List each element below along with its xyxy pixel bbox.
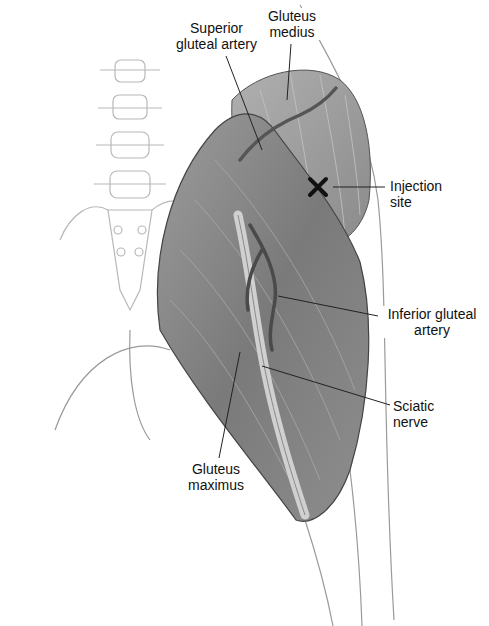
- inferior-gluteal-artery: [247, 225, 275, 350]
- maximus-fibers: [170, 160, 355, 500]
- site-label: Injection site: [389, 178, 463, 210]
- artery-label: Inferior gluteal artery: [381, 306, 483, 338]
- muscle-label: Gluteus maximus: [182, 461, 250, 493]
- injection-mark: [310, 179, 326, 195]
- muscle-label: Gluteus medius: [260, 8, 324, 40]
- body-outline: [55, 5, 394, 626]
- gluteus-maximus-muscle: [157, 114, 368, 521]
- nerve-label: Sciatic nerve: [392, 398, 450, 430]
- superior-gluteal-artery: [240, 88, 336, 160]
- artery-label: Superior gluteal artery: [168, 20, 265, 52]
- leader-lines: [219, 44, 390, 458]
